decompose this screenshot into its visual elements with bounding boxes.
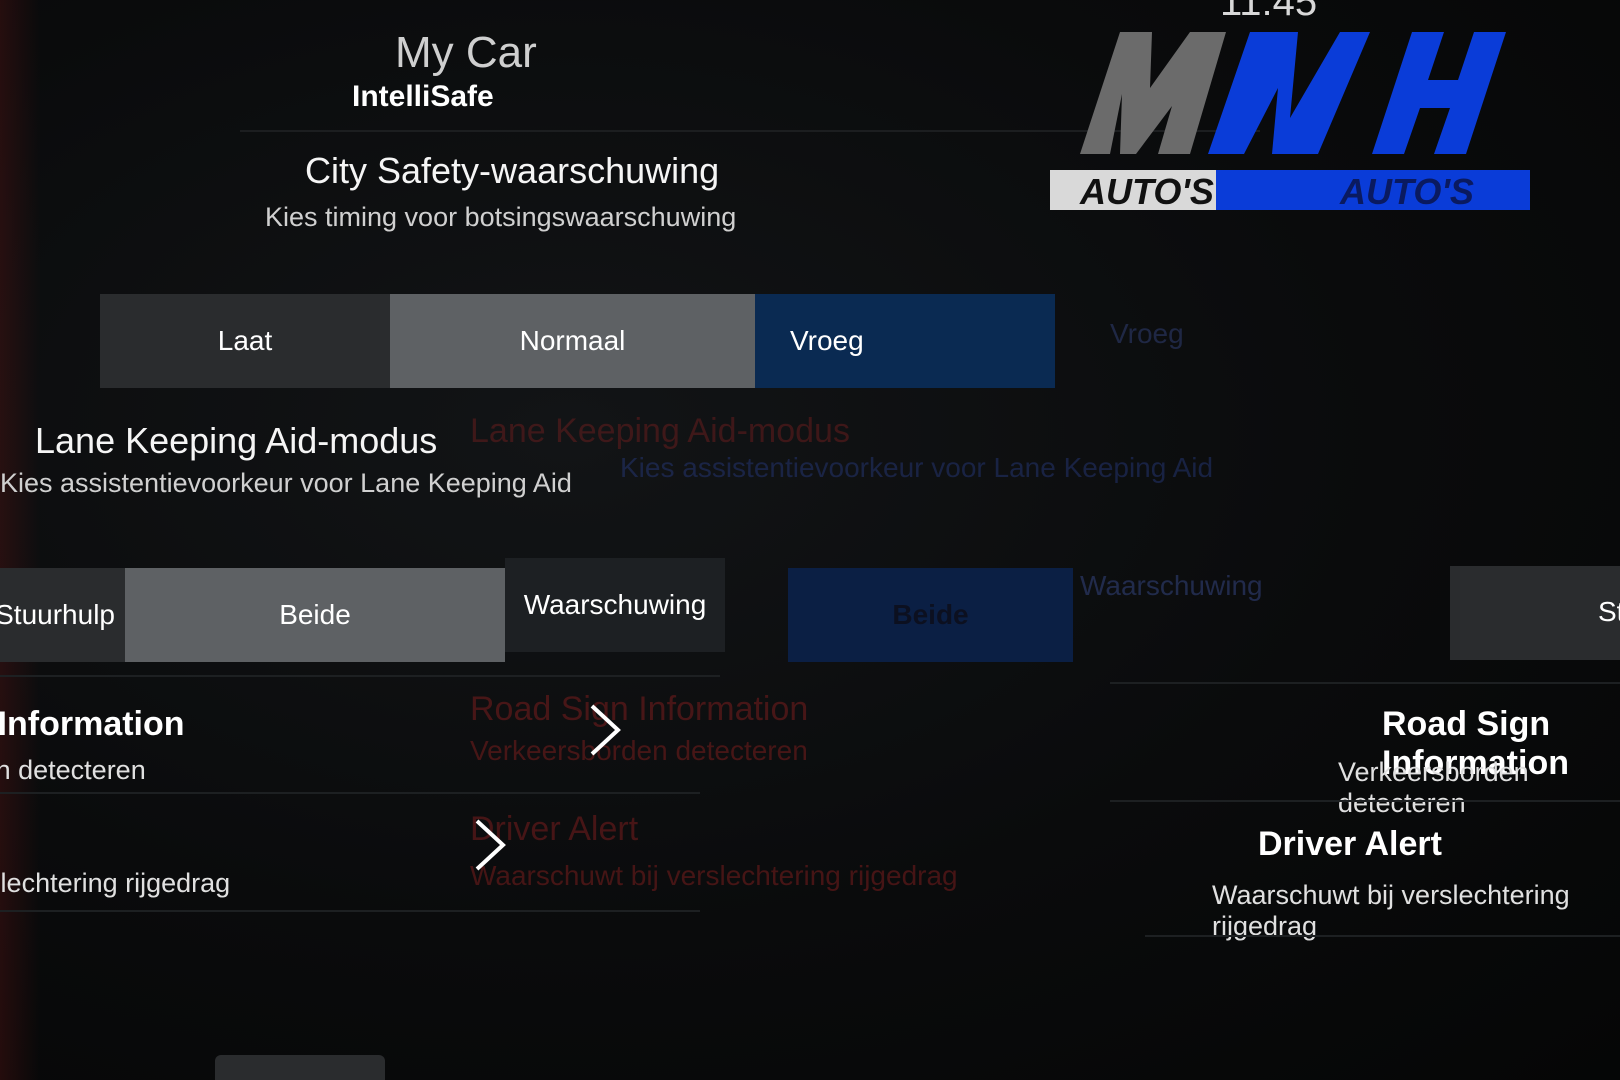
road-sign-title[interactable]: Road Sign Information bbox=[1382, 705, 1569, 782]
road-sign-desc-left: Verkeersborden detecteren bbox=[0, 755, 146, 785]
right-segment-stuurhulp bbox=[1450, 566, 1620, 660]
row-divider bbox=[1145, 935, 1620, 937]
clock: 11:45 bbox=[1220, 0, 1318, 24]
lane-reflection-segment: Beide bbox=[788, 568, 1073, 662]
reflection-waarschuwing: Waarschuwing bbox=[1080, 570, 1263, 601]
reflection-vroeg: Vroeg bbox=[1110, 318, 1184, 349]
timing-option-normaal[interactable]: Normaal bbox=[390, 294, 755, 388]
row-divider bbox=[0, 792, 700, 794]
page-title: My Car bbox=[395, 28, 537, 77]
timing-option-laat[interactable]: Laat bbox=[100, 294, 390, 388]
reflection-lane-title: Lane Keeping Aid-modus bbox=[470, 412, 850, 450]
bottom-handle[interactable] bbox=[215, 1055, 385, 1080]
page-subtitle: IntelliSafe bbox=[352, 80, 494, 113]
row-divider bbox=[0, 675, 720, 677]
lane-reflection-beide: Beide bbox=[788, 568, 1073, 662]
road-sign-description: Verkeersborden detecteren bbox=[1338, 757, 1529, 818]
lane-option-stuurhulp[interactable]: Stuurhulp bbox=[0, 568, 125, 662]
reflection-road-sign-desc: Verkeersborden detecteren bbox=[470, 735, 808, 766]
lane-option-beide[interactable]: Beide bbox=[125, 568, 505, 662]
driver-alert-description: Waarschuwt bij verslechtering rijgedrag bbox=[1212, 880, 1570, 941]
road-sign-title-left: Road Sign Information bbox=[0, 705, 185, 743]
reflection-driver-alert-desc: Waarschuwt bij verslechtering rijgedrag bbox=[470, 860, 958, 891]
city-safety-title: City Safety-waarschuwing bbox=[305, 150, 720, 191]
timing-option-vroeg[interactable]: Vroeg bbox=[755, 294, 1055, 388]
lane-keeping-mode-control[interactable]: Stuurhulp Beide Waarschuwing bbox=[0, 558, 725, 662]
header-divider bbox=[240, 130, 1260, 132]
reflection-road-sign: Road Sign Information bbox=[470, 690, 809, 728]
reflection-lane-desc: Kies assistentievoorkeur voor Lane Keepi… bbox=[620, 452, 1214, 483]
row-divider bbox=[1110, 800, 1620, 802]
chevron-right-icon[interactable] bbox=[455, 815, 515, 875]
lane-keeping-title: Lane Keeping Aid-modus bbox=[35, 420, 438, 461]
row-divider bbox=[1110, 682, 1620, 684]
row-divider bbox=[0, 910, 700, 912]
mvh-autos-logo: AUTO'S AUTO'S bbox=[1050, 32, 1530, 212]
lane-option-waarschuwing[interactable]: Waarschuwing bbox=[505, 558, 725, 652]
right-segment-label: Stuurhulp bbox=[1598, 596, 1620, 627]
logo-sub-text-reflection: AUTO'S bbox=[1339, 171, 1474, 212]
logo-sub-text: AUTO'S bbox=[1079, 171, 1214, 212]
driver-alert-title[interactable]: Driver Alert bbox=[1258, 825, 1442, 863]
chevron-right-icon[interactable] bbox=[570, 700, 630, 760]
city-safety-timing-control[interactable]: Laat Normaal Vroeg bbox=[100, 294, 1055, 388]
lane-keeping-description: Kies assistentievoorkeur voor Lane Keepi… bbox=[0, 468, 572, 498]
ambient-reflection bbox=[0, 0, 40, 1080]
city-safety-description: Kies timing voor botsingswaarschuwing bbox=[265, 202, 737, 232]
driver-alert-desc-left: Waarschuwt bij verslechtering rijgedrag bbox=[0, 868, 231, 898]
